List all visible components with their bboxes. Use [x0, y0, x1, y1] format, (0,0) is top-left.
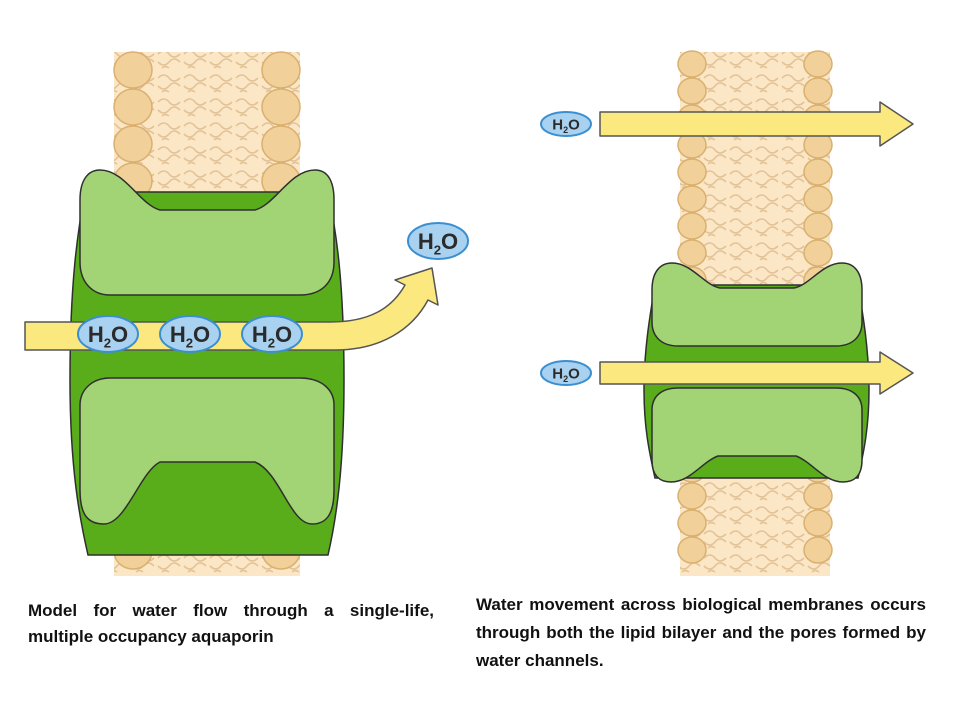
lipid-head — [261, 51, 301, 89]
channel-flow-arrow — [599, 351, 914, 395]
molecule-label: H2O — [552, 116, 580, 135]
molecule-label: H2O — [252, 322, 292, 351]
lipid-head — [803, 185, 833, 213]
water-molecules: H2O H2O H2O H2O H2O H2O — [77, 111, 592, 386]
lipid-head — [261, 88, 301, 126]
molecule-label: H2O — [418, 229, 458, 257]
left-aquaporin-channel — [69, 169, 345, 556]
water-molecule: H2O — [241, 315, 303, 353]
water-molecule: H2O — [407, 222, 469, 260]
lipid-head — [803, 239, 833, 267]
water-molecule: H2O — [540, 360, 592, 386]
water-molecule: H2O — [77, 315, 139, 353]
lipid-head — [677, 185, 707, 213]
lipid-head — [803, 482, 833, 510]
bilayer-diffusion-arrow — [599, 101, 914, 147]
lipid-head — [677, 77, 707, 105]
lipid-head — [677, 536, 707, 564]
lipid-head — [677, 239, 707, 267]
lipid-head — [113, 88, 153, 126]
molecule-label: H2O — [170, 322, 210, 351]
lipid-head — [677, 158, 707, 186]
water-molecule: H2O — [159, 315, 221, 353]
lipid-head — [113, 125, 153, 163]
lipid-head — [803, 536, 833, 564]
lipid-head — [803, 77, 833, 105]
lipid-head — [677, 509, 707, 537]
lipid-head — [803, 509, 833, 537]
lipid-head — [803, 158, 833, 186]
molecule-label: H2O — [88, 322, 128, 351]
right-caption: Water movement across biological membran… — [476, 595, 926, 670]
lipid-head — [803, 50, 833, 78]
water-molecule: H2O — [540, 111, 592, 137]
lipid-head — [261, 125, 301, 163]
molecule-label: H2O — [552, 365, 580, 384]
lipid-head — [677, 212, 707, 240]
lipid-head — [803, 212, 833, 240]
left-caption: Model for water flow through a single-li… — [28, 601, 434, 646]
lipid-head — [677, 50, 707, 78]
lipid-head — [113, 51, 153, 89]
lipid-head — [677, 482, 707, 510]
